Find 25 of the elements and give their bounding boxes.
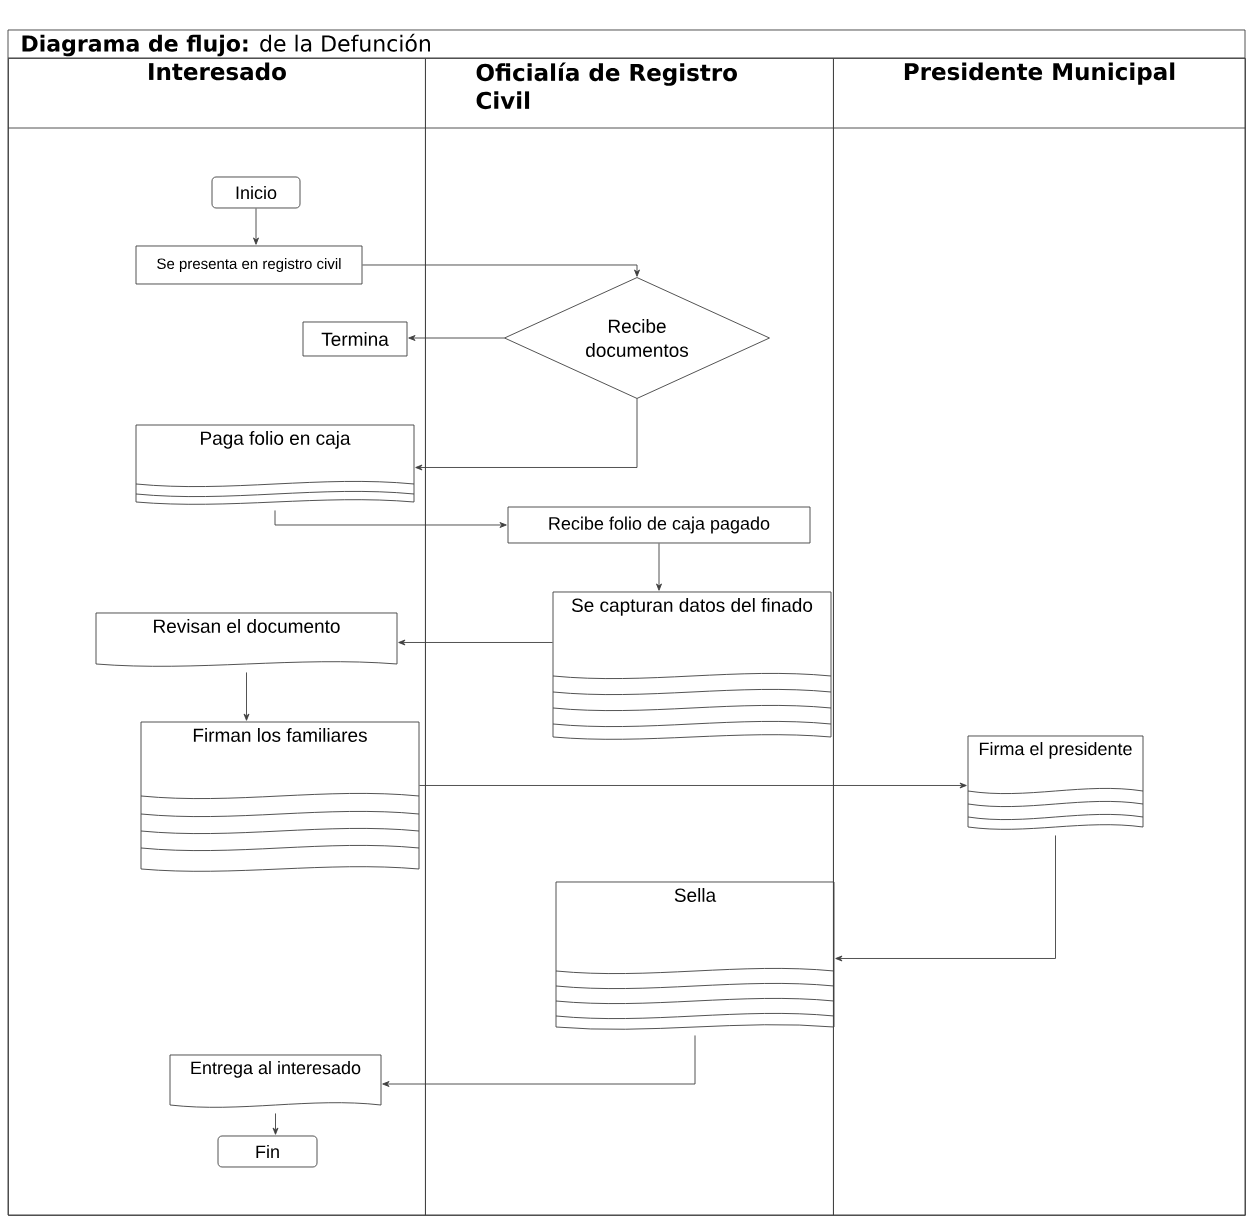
terminator-box: Inicio	[211, 176, 301, 209]
arrow	[243, 672, 250, 721]
multi-document-box: Firman los familiares	[140, 721, 420, 872]
arrow	[362, 264, 640, 277]
process-box: Se presenta en registro civil	[135, 245, 363, 285]
process-box: Recibe folio de caja pagado	[507, 506, 811, 544]
multi-document-box: Sella	[555, 881, 835, 1030]
document-box: Entrega al interesado	[169, 1054, 382, 1108]
arrow	[398, 639, 553, 646]
arrow	[382, 1035, 696, 1087]
arrow	[253, 208, 259, 245]
arrow	[419, 782, 967, 789]
arrow	[274, 510, 507, 528]
arrow	[656, 543, 662, 591]
process-box: Termina	[302, 321, 408, 357]
document-box: Revisan el documento	[95, 612, 398, 667]
arrow	[835, 835, 1056, 962]
multi-document-box: Se capturan datos del finado	[552, 591, 832, 740]
arrow	[272, 1113, 279, 1135]
title: Diagrama de flujo: de la Defunción	[22, 33, 430, 57]
arrow	[415, 398, 638, 471]
terminator-box: Fin	[217, 1135, 318, 1168]
arrow	[408, 335, 505, 341]
multi-document-box: Firma el presidente	[967, 735, 1144, 830]
multi-document-box: Paga folio en caja	[135, 424, 415, 505]
